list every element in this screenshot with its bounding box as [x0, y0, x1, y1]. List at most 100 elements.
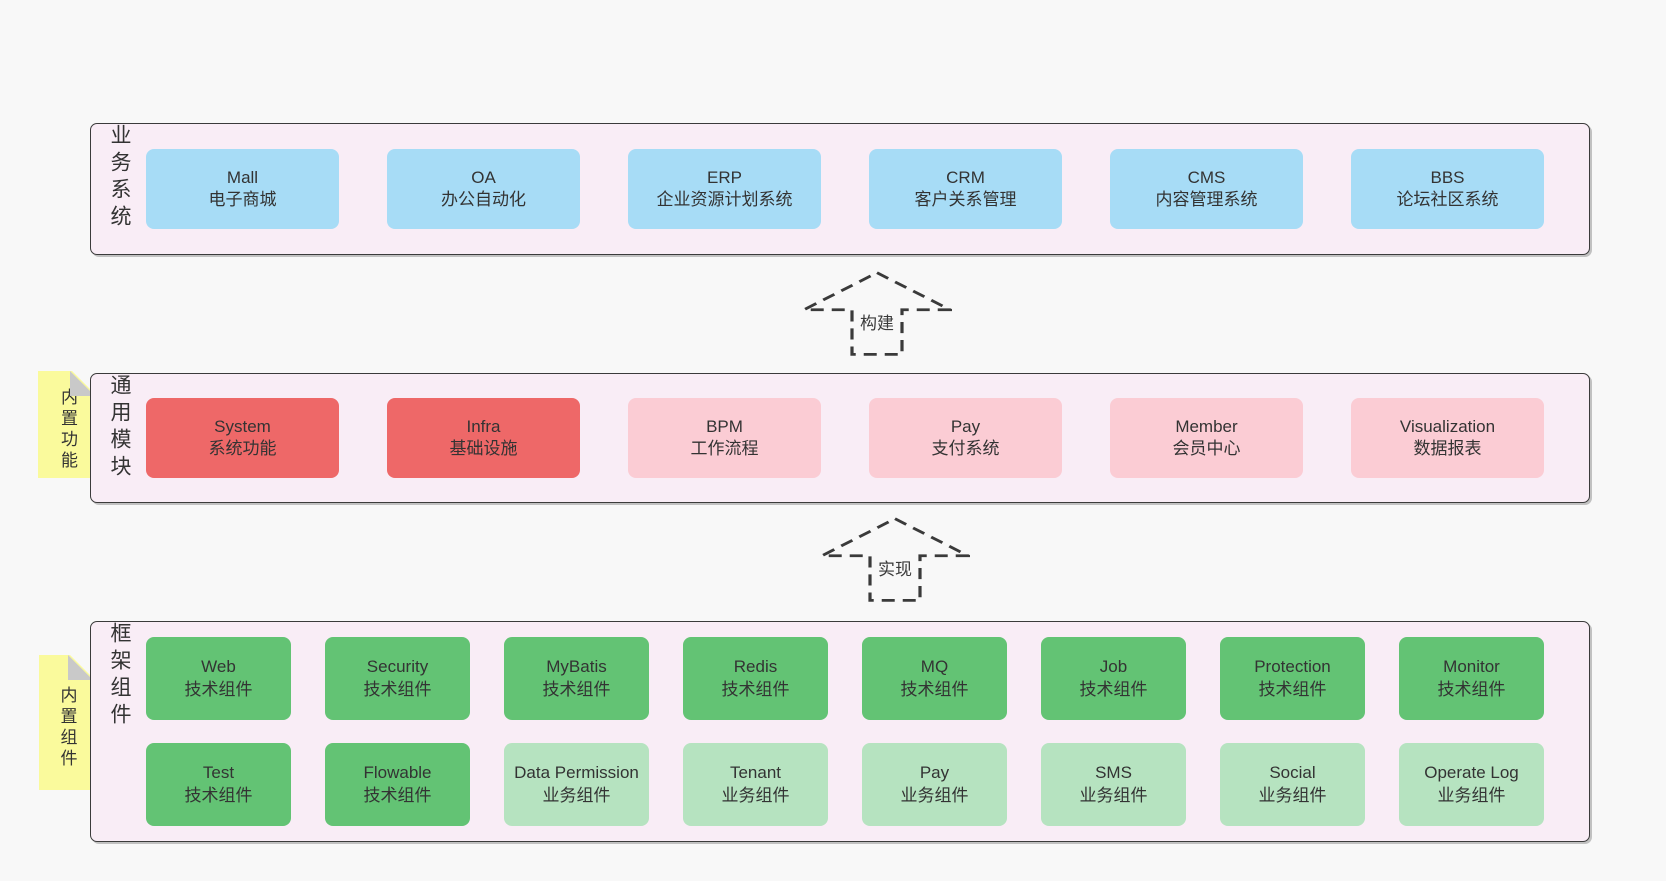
box-desc: 业务组件 [1258, 785, 1327, 805]
box-operate-log: Operate Log 业务组件 [1399, 743, 1544, 826]
box-name: Data Permission [514, 763, 639, 783]
box-pay-component: Pay 业务组件 [862, 743, 1007, 826]
arrow-implement-label: 实现 [875, 555, 915, 580]
box-desc: 技术组件 [363, 785, 432, 805]
box-desc: 工作流程 [690, 439, 759, 458]
box-crm: CRM 客户关系管理 [869, 149, 1062, 229]
box-name: Job [1099, 657, 1128, 677]
layer-business-systems: 业务系统 Mall 电子商城 OA 办公自动化 ERP 企业资源计划系统 CRM… [90, 123, 1590, 255]
box-desc: 支付系统 [931, 439, 1000, 458]
box-desc: 技术组件 [184, 679, 253, 699]
box-monitor: Monitor 技术组件 [1399, 637, 1544, 720]
box-oa: OA 办公自动化 [387, 149, 580, 229]
sticky-note-builtin-components: 内置组件 [39, 655, 95, 790]
box-name: Visualization [1399, 416, 1496, 436]
box-desc: 技术组件 [363, 679, 432, 699]
box-erp: ERP 企业资源计划系统 [628, 149, 821, 229]
box-name: System [214, 416, 271, 436]
box-name: Infra [466, 416, 501, 436]
box-name: Tenant [729, 763, 782, 783]
box-name: MyBatis [546, 657, 607, 677]
box-name: Redis [733, 657, 778, 677]
box-desc: 技术组件 [721, 679, 790, 699]
box-desc: 电子商城 [208, 190, 277, 209]
box-desc: 业务组件 [721, 785, 790, 805]
box-name: Pay [919, 763, 950, 783]
box-desc: 基础设施 [449, 439, 518, 458]
box-name: Flowable [363, 763, 432, 783]
box-desc: 业务组件 [542, 785, 611, 805]
up-arrow-icon [802, 271, 952, 356]
sticky-note-label: 内置功能 [58, 387, 77, 472]
box-name: Operate Log [1424, 763, 1519, 783]
box-name: CRM [946, 167, 985, 187]
box-name: Test [202, 763, 235, 783]
up-arrow-icon [820, 517, 970, 602]
box-bbs: BBS 论坛社区系统 [1351, 149, 1544, 229]
box-mybatis: MyBatis 技术组件 [504, 637, 649, 720]
box-name: Web [201, 657, 236, 677]
box-bpm: BPM 工作流程 [628, 398, 821, 478]
business-layer-label: 业务系统 [108, 124, 131, 232]
modules-layer-label: 通用模块 [108, 374, 131, 482]
box-desc: 业务组件 [1437, 785, 1506, 805]
box-desc: 技术组件 [184, 785, 253, 805]
box-infra: Infra 基础设施 [387, 398, 580, 478]
box-desc: 系统功能 [208, 439, 277, 458]
modules-box-row: System 系统功能 Infra 基础设施 BPM 工作流程 Pay 支付系统… [146, 374, 1544, 502]
box-security: Security 技术组件 [325, 637, 470, 720]
box-name: BBS [1430, 167, 1465, 187]
arrow-implement: 实现 [820, 517, 970, 603]
box-desc: 业务组件 [1079, 785, 1148, 805]
layer-framework-components: 框架组件 Web 技术组件 Security 技术组件 MyBatis 技术组件… [90, 621, 1590, 842]
box-social: Social 业务组件 [1220, 743, 1365, 826]
box-name: Monitor [1443, 657, 1500, 677]
box-pay-module: Pay 支付系统 [869, 398, 1062, 478]
business-box-row: Mall 电子商城 OA 办公自动化 ERP 企业资源计划系统 CRM 客户关系… [146, 124, 1544, 254]
box-protection: Protection 技术组件 [1220, 637, 1365, 720]
box-name: Member [1175, 416, 1238, 436]
arrow-build: 构建 [802, 271, 952, 357]
arrow-build-label: 构建 [857, 309, 897, 334]
box-desc: 企业资源计划系统 [656, 190, 793, 209]
box-data-permission: Data Permission 业务组件 [504, 743, 649, 826]
box-name: Social [1269, 763, 1316, 783]
box-web: Web 技术组件 [146, 637, 291, 720]
box-job: Job 技术组件 [1041, 637, 1186, 720]
box-name: ERP [707, 167, 742, 187]
box-desc: 技术组件 [1437, 679, 1506, 699]
layer-common-modules: 通用模块 System 系统功能 Infra 基础设施 BPM 工作流程 Pay… [90, 373, 1590, 503]
components-row-1: Web 技术组件 Security 技术组件 MyBatis 技术组件 Redi… [146, 637, 1544, 720]
sticky-note-builtin-features: 内置功能 [38, 371, 97, 478]
components-row-2: Test 技术组件 Flowable 技术组件 Data Permission … [146, 743, 1544, 826]
box-desc: 技术组件 [1079, 679, 1148, 699]
box-name: Mall [226, 167, 259, 187]
components-grid: Web 技术组件 Security 技术组件 MyBatis 技术组件 Redi… [146, 622, 1544, 841]
box-mq: MQ 技术组件 [862, 637, 1007, 720]
box-desc: 技术组件 [542, 679, 611, 699]
box-name: BPM [706, 416, 743, 436]
box-desc: 客户关系管理 [914, 190, 1017, 209]
box-desc: 技术组件 [900, 679, 969, 699]
box-desc: 内容管理系统 [1155, 190, 1258, 209]
box-flowable: Flowable 技术组件 [325, 743, 470, 826]
box-desc: 数据报表 [1413, 439, 1482, 458]
components-layer-label: 框架组件 [108, 622, 131, 730]
box-desc: 技术组件 [1258, 679, 1327, 699]
box-name: CMS [1187, 167, 1226, 187]
box-member: Member 会员中心 [1110, 398, 1303, 478]
sticky-note-label: 内置组件 [57, 685, 77, 770]
box-desc: 业务组件 [900, 785, 969, 805]
box-desc: 会员中心 [1172, 439, 1241, 458]
box-name: Protection [1254, 657, 1331, 677]
box-system: System 系统功能 [146, 398, 339, 478]
box-sms: SMS 业务组件 [1041, 743, 1186, 826]
box-tenant: Tenant 业务组件 [683, 743, 828, 826]
box-name: Security [366, 657, 429, 677]
box-name: MQ [920, 657, 949, 677]
box-redis: Redis 技术组件 [683, 637, 828, 720]
box-mall: Mall 电子商城 [146, 149, 339, 229]
box-name: OA [471, 167, 496, 187]
box-desc: 办公自动化 [441, 190, 526, 209]
